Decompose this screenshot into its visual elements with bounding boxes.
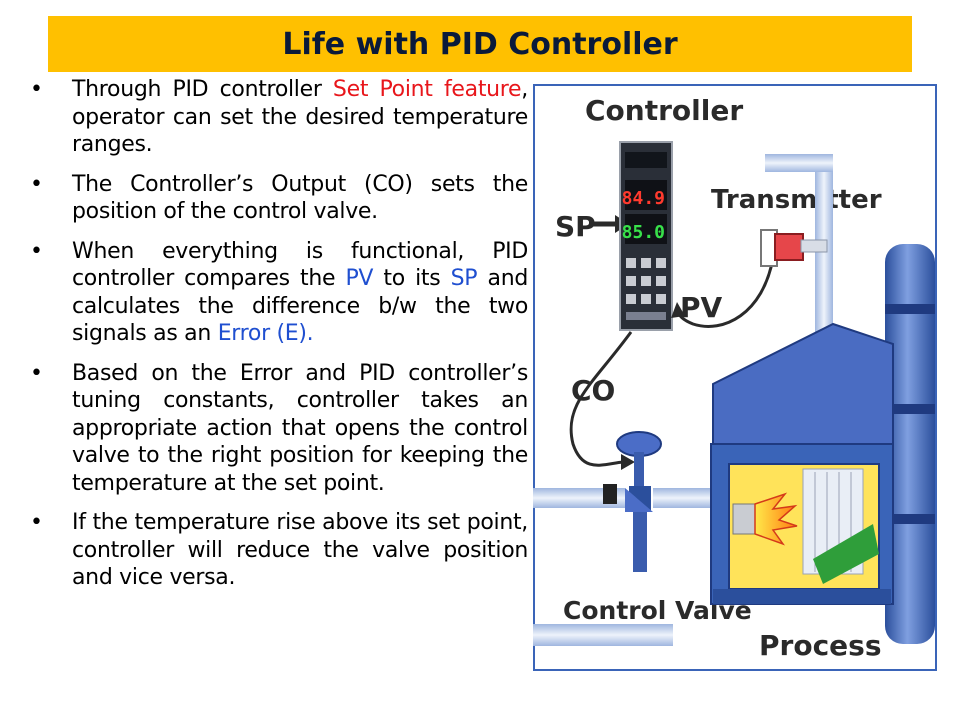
pid-loop-diagram: Controller SP Transmitter PV CO Control … (533, 84, 938, 671)
controller-device: 84.9 85.0 (619, 141, 673, 331)
bullet-dot-icon: • (30, 238, 43, 264)
set-point-highlight: Set Point feature (332, 77, 522, 102)
transmitter-label: Transmitter (711, 185, 882, 215)
process-label: Process (759, 629, 882, 662)
bullet-text: The Controller’s Output (CO) sets the po… (72, 171, 528, 225)
sp-highlight: SP (450, 266, 478, 291)
pv-arrow-icon (671, 302, 685, 318)
bullet-dot-icon: • (30, 510, 43, 535)
bullet-list: • Through PID controller Set Point featur… (30, 76, 528, 604)
sp-label: SP (555, 210, 596, 243)
controller-label: Controller (585, 94, 743, 127)
bullet-text: to its (373, 266, 451, 291)
inlet-pipe-left (533, 488, 625, 508)
inlet-pipe-right (653, 488, 713, 508)
slide-title: Life with PID Controller (282, 26, 678, 62)
flame-icon (754, 492, 798, 546)
co-arrow-icon (621, 454, 635, 470)
bullet-dot-icon: • (30, 171, 43, 197)
exhaust-stack (885, 244, 935, 644)
bullet-text: and calculates the difference b/w the tw… (72, 266, 528, 346)
control-valve-device (603, 431, 662, 572)
co-signal-line (569, 331, 633, 467)
bullet-item: • When everything is functional, PID cont… (30, 238, 528, 348)
controller-display-pv: 84.9 (622, 188, 665, 209)
error-highlight: Error (E). (217, 321, 314, 346)
pv-label: PV (680, 291, 723, 324)
controller-display-sp: 85.0 (622, 222, 665, 243)
bullet-text: , operator can set the desired temperatu… (72, 77, 528, 157)
process-furnace (710, 322, 894, 605)
bullet-item: • The Controller’s Output (CO) sets the p… (30, 171, 528, 226)
bullet-text: Through PID controller (72, 77, 333, 102)
flue-pipe-top (765, 154, 833, 172)
bullet-text: If the temperature rise above its set po… (72, 510, 528, 590)
bullet-text: When everything is functional, PID contr… (72, 238, 528, 292)
bottom-pipe (533, 624, 673, 646)
diagram-canvas: Controller SP Transmitter PV CO Control … (533, 84, 937, 671)
bullet-item: • If the temperature rise above its set p… (30, 509, 528, 592)
bullet-item: • Through PID controller Set Point featur… (30, 76, 528, 159)
pv-highlight: PV (345, 266, 374, 291)
bullet-text: Based on the Error and PID controller’s … (72, 360, 528, 496)
bullet-dot-icon: • (30, 77, 43, 102)
title-bar: Life with PID Controller (48, 16, 912, 72)
bullet-item: • Based on the Error and PID controller’s… (30, 360, 528, 498)
transmitter-device (760, 229, 828, 267)
bullet-dot-icon: • (30, 360, 43, 386)
